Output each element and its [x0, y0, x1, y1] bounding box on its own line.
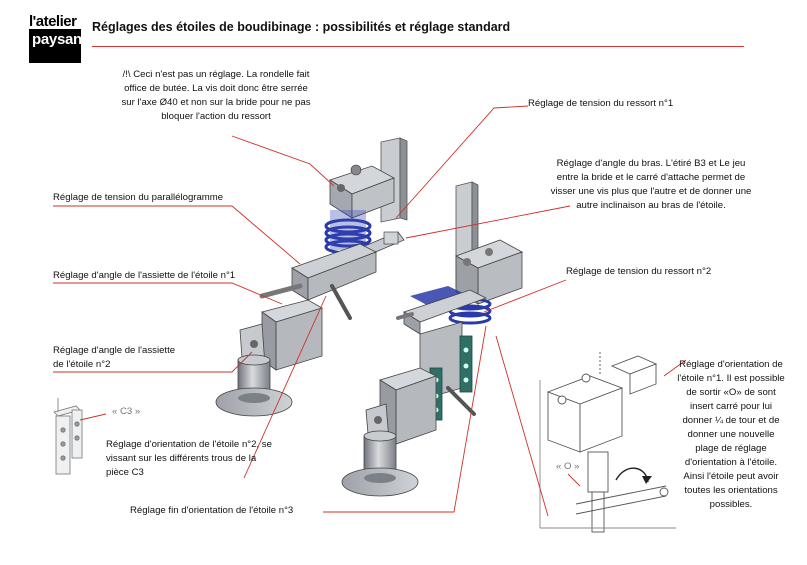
leader-plate-angle-1	[53, 282, 283, 305]
label-orientation-1: Réglage d'orientation de l'étoile n°1. I…	[677, 359, 785, 510]
label-orientation-2: Réglage d'orientation de l'étoile n°2, s…	[106, 439, 272, 478]
atelier-paysan-logo: l'atelier paysan	[29, 14, 82, 64]
leader-orientation-2	[243, 295, 327, 479]
leader-warning	[231, 135, 335, 187]
page-title: Réglages des étoiles de boudibinage : po…	[92, 20, 511, 34]
label-parallelogram-tension: Réglage de tension du parallélogramme	[53, 192, 224, 203]
label-part-c3: « C3 »	[112, 406, 141, 417]
label-fine-orientation-3: Réglage fin d'orientation de l'étoile n°…	[130, 505, 294, 516]
label-spring-tension-2: Réglage de tension du ressort n°2	[566, 266, 712, 277]
warning-note: /!\ Ceci n'est pas un réglage. La rondel…	[121, 69, 311, 122]
leader-parallelogram	[53, 205, 301, 265]
label-arm-angle: Réglage d'angle du bras. L'étiré B3 et L…	[550, 158, 752, 211]
leader-o	[567, 473, 581, 487]
label-spring-tension-1: Réglage de tension du ressort n°1	[528, 98, 674, 109]
leader-lines	[53, 105, 687, 517]
assembly-left	[215, 137, 408, 417]
logo-black-box: paysan	[29, 29, 82, 63]
leader-c3	[79, 413, 107, 421]
leader-spring-tension-1	[395, 105, 529, 219]
leader-spring-tension-2	[483, 279, 567, 313]
label-part-o: « O »	[556, 461, 580, 472]
orientation-detail-sketch	[539, 352, 676, 533]
leader-orientation-1	[663, 359, 687, 377]
logo-text-line1: l'atelier	[29, 13, 77, 30]
label-plate-angle-1: Réglage d'angle de l'assiette de l'étoil…	[53, 270, 236, 281]
title-underline	[92, 46, 744, 47]
leader-plate-angle-2	[53, 351, 253, 373]
leader-fine-orientation-3	[323, 325, 487, 513]
logo-text-line2: paysan	[32, 31, 82, 48]
leader-arm-angle	[405, 205, 571, 239]
part-c3-sketch	[53, 398, 83, 475]
assembly-center	[341, 181, 523, 497]
leader-fine-orientation-3b	[495, 335, 549, 517]
label-plate-angle-2: Réglage d'angle de l'assiette de l'étoil…	[53, 345, 176, 370]
